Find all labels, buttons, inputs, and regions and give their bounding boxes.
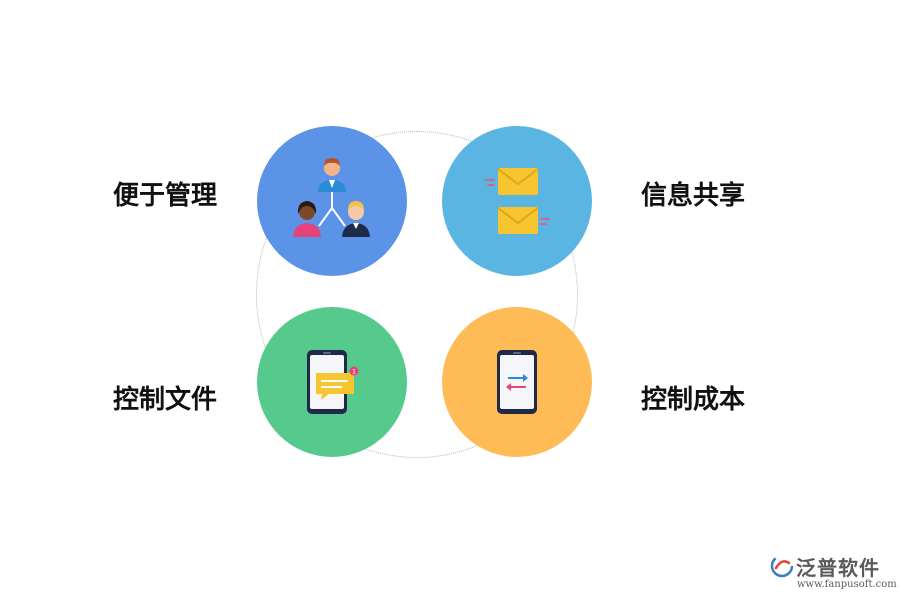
feature-label-cost-control: 控制成本: [641, 385, 746, 415]
logo-mark-icon: [770, 554, 794, 578]
feature-circle-file-control: 1: [257, 307, 407, 457]
feature-circle-cost-control: [442, 307, 592, 457]
team-hierarchy-icon: [293, 158, 370, 237]
feature-circle-management: [257, 126, 407, 276]
svg-text:1: 1: [352, 369, 356, 376]
company-logo: 泛普软件 www.fanpusoft.com: [770, 552, 897, 598]
feature-label-file-control: 控制文件: [113, 385, 218, 415]
phone-transfer-icon: [497, 350, 537, 414]
logo-name: 泛普软件: [796, 556, 880, 580]
dotted-ring: [256, 131, 578, 458]
feature-label-info-sharing: 信息共享: [641, 181, 746, 211]
envelopes-icon: [484, 168, 550, 234]
feature-label-management: 便于管理: [113, 181, 218, 211]
feature-circle-info-sharing: [442, 126, 592, 276]
phone-message-icon: 1: [307, 350, 359, 414]
logo-url: www.fanpusoft.com: [797, 579, 897, 590]
